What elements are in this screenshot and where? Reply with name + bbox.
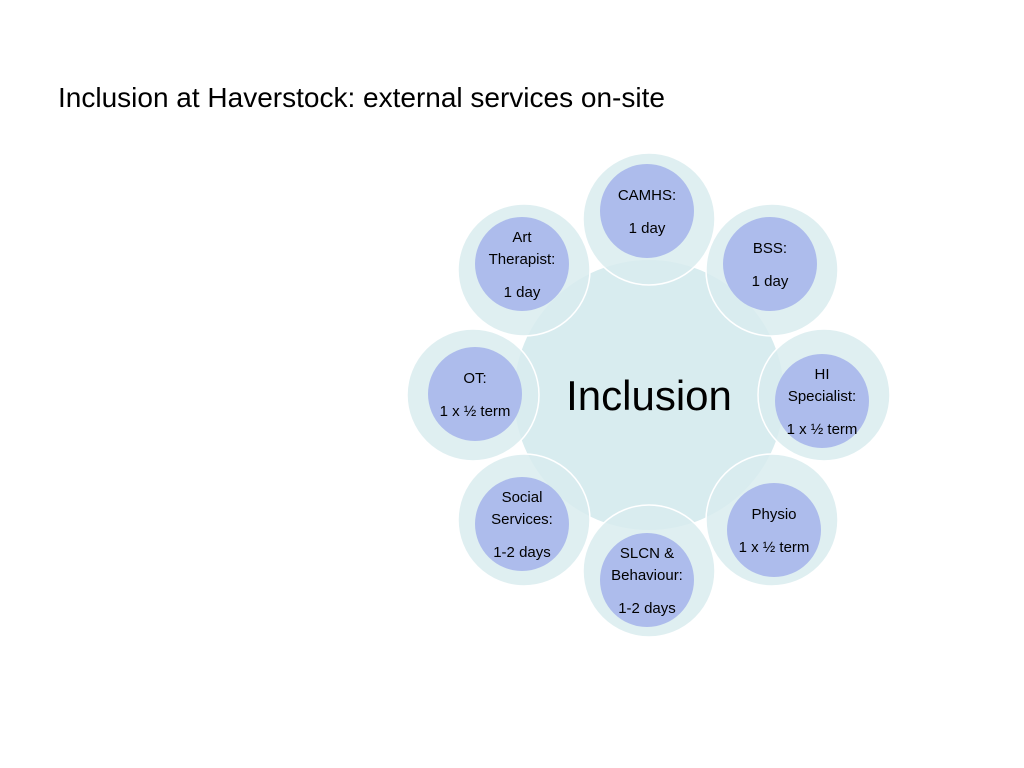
ot-line-2: 1 x ½ term [440, 403, 511, 420]
hi-specialist-line-1: HI [815, 366, 830, 383]
bss-line-2: 1 day [752, 273, 789, 290]
service-node-camhs: CAMHS: 1 day [582, 152, 716, 286]
ot-line-1: OT: [463, 370, 486, 387]
service-node-ot: OT: 1 x ½ term [406, 328, 540, 462]
art-therapist-line-2: Therapist: [489, 251, 556, 268]
art-therapist-line-3: 1 day [504, 284, 541, 301]
inner-circle-camhs [600, 164, 694, 258]
social-services-line-2: Services: [491, 511, 553, 528]
inner-circle-ot [428, 347, 522, 441]
hi-specialist-line-3: 1 x ½ term [787, 421, 858, 438]
camhs-line-1: CAMHS: [618, 187, 676, 204]
service-node-bss: BSS: 1 day [705, 203, 839, 337]
art-therapist-line-1: Art [512, 229, 532, 246]
slcn-behaviour-line-2: Behaviour: [611, 567, 683, 584]
inner-circle-hi-specialist [775, 354, 869, 448]
slide-title: Inclusion at Haverstock: external servic… [58, 82, 665, 113]
center-circle [514, 260, 784, 530]
inner-circle-bss [723, 217, 817, 311]
physio-line-1: Physio [751, 506, 796, 523]
hi-specialist-line-2: Specialist: [788, 388, 856, 405]
social-services-line-3: 1-2 days [493, 544, 551, 561]
center-label: Inclusion [566, 372, 732, 419]
service-node-hi-specialist: HI Specialist: 1 x ½ term [757, 328, 891, 462]
bss-line-1: BSS: [753, 240, 787, 257]
service-node-slcn-behaviour: SLCN & Behaviour: 1-2 days [582, 504, 716, 638]
service-node-physio: Physio 1 x ½ term [705, 453, 839, 587]
inner-circle-art-therapist [475, 217, 569, 311]
social-services-line-1: Social [502, 489, 543, 506]
physio-line-2: 1 x ½ term [739, 539, 810, 556]
camhs-line-2: 1 day [629, 220, 666, 237]
slcn-behaviour-line-1: SLCN & [620, 545, 674, 562]
inner-circle-slcn-behaviour [600, 533, 694, 627]
inner-circle-physio [727, 483, 821, 577]
slcn-behaviour-line-3: 1-2 days [618, 600, 676, 617]
inner-circle-social-services [475, 477, 569, 571]
